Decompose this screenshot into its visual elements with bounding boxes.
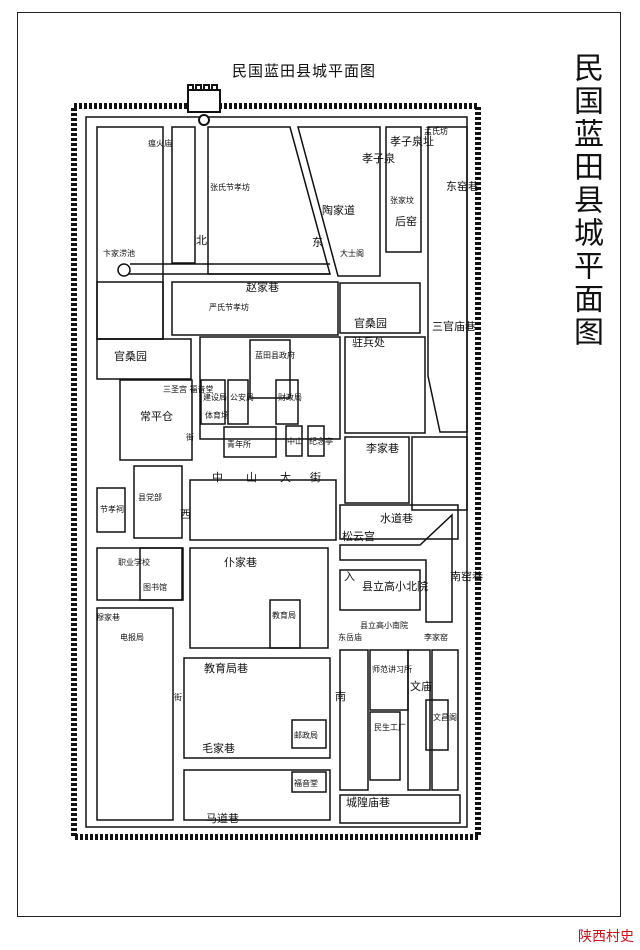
label-dashimiao: 大士阁	[340, 248, 364, 258]
label-nan: 南	[335, 690, 346, 703]
map-labels: 瘟火庙 张氏节孝坊 北 卞家涝池 赵家巷 严氏节孝坊 官桑园 三圣宫 福音堂 常…	[96, 126, 483, 825]
label-dongzhaixiang: 东窑巷	[446, 179, 479, 193]
label-chenghuangmiaoxiang: 城隍庙巷	[346, 795, 390, 809]
label-caizhengju: 财政局	[278, 392, 302, 402]
label-xiaoziquanzhi: 孝子泉址	[390, 134, 434, 148]
label-yanshi: 严氏节孝坊	[209, 302, 249, 312]
label-zhiyexuexiao: 职业学校	[118, 557, 150, 567]
label-zhangjiafang: 张家坟	[390, 195, 414, 205]
label-sanshengong: 三圣宫 福音堂	[163, 384, 214, 394]
label-xianlixiaoxue: 县立高小北院	[362, 579, 428, 593]
label-xi: 西	[180, 508, 191, 521]
label-dianbaoju: 电报局	[120, 632, 144, 642]
label-jinianting: 纪念亭	[309, 436, 333, 446]
label-minshenggongchang: 民生工厂	[374, 722, 406, 732]
label-guansangyuan-e: 官桑园	[354, 316, 387, 330]
side-title: 民国蓝田县城平面图	[568, 52, 603, 349]
label-sanguanmiaoxiang: 三官庙巷	[432, 319, 476, 333]
label-nanzhaixiang: 南窑巷	[450, 569, 483, 583]
label-ru: 入	[344, 570, 355, 583]
label-wenmiao: 文庙	[410, 679, 432, 693]
label-guansangyuan-w: 官桑园	[114, 349, 147, 363]
map-title: 民国蓝田县城平面图	[232, 62, 377, 80]
label-fuyintang: 福音堂	[294, 778, 318, 788]
label-dong: 东	[312, 236, 323, 249]
streets	[96, 126, 468, 824]
label-shuidaoxiang: 水道巷	[380, 511, 413, 525]
label-lantianxianzhengfu: 蓝田县政府	[255, 350, 295, 360]
label-changpingcang: 常平仓	[140, 409, 173, 423]
label-jiaoyujuxiang: 教育局巷	[204, 661, 248, 675]
label-youzhengju: 邮政局	[294, 730, 318, 740]
label-xiajiaolaochi: 卞家涝池	[103, 248, 135, 258]
label-maojiaxiang: 毛家巷	[202, 741, 235, 755]
label-wenchangmiao: 文昌阁	[433, 712, 457, 722]
label-songyungong: 松云宫	[342, 529, 375, 543]
watermark: 陕西村史	[578, 929, 634, 945]
label-tushuguan: 图书馆	[143, 582, 167, 592]
label-zhaojiaxiang: 赵家巷	[246, 280, 279, 294]
label-dongyuemiao: 东岳庙	[338, 632, 362, 642]
label-xiaoziquan: 孝子泉	[362, 151, 395, 165]
label-jie2: 街	[310, 470, 321, 484]
label-zhangshi: 张氏节孝坊	[210, 182, 250, 192]
label-yaoquanshi: 孟氏坊	[424, 126, 448, 136]
label-madaoxiang: 马道巷	[206, 811, 239, 825]
label-zhong: 中	[212, 471, 223, 484]
label-taojiadao: 陶家道	[322, 203, 355, 217]
north-gate-tower	[187, 84, 221, 126]
label-da: 大	[280, 470, 291, 484]
label-lijiaxiang: 李家巷	[366, 441, 399, 455]
label-jie: 街	[186, 432, 194, 442]
label-shan: 山	[246, 471, 257, 484]
label-houzhai: 后窑	[395, 214, 417, 228]
label-xianlinanyuan: 县立高小南院	[360, 620, 408, 630]
label-bei: 北	[196, 234, 207, 247]
label-tiyuchang: 体育场	[205, 410, 229, 420]
label-gonganju: 公安局	[230, 392, 254, 402]
label-jiaoyuju: 教育局	[272, 610, 296, 620]
label-shiguanxiansuo: 师范讲习所	[372, 664, 412, 674]
label-mujiaxiang: 穆家巷	[96, 612, 120, 622]
label-lijiazhai: 李家窑	[424, 632, 448, 642]
label-zhongshan-small: 中山	[287, 436, 303, 446]
label-zhubingchu: 驻兵处	[352, 335, 385, 349]
label-qingnianshe: 青年所	[227, 439, 251, 449]
map-frame	[17, 12, 621, 917]
label-jiexiao: 节孝祠	[100, 504, 124, 514]
label-nan-jie: 街	[174, 692, 182, 702]
label-pujiaxiang: 仆家巷	[224, 555, 257, 569]
label-zaohuomiao: 瘟火庙	[148, 138, 172, 148]
label-xiandangbu: 县党部	[138, 492, 162, 502]
label-jianshiju: 建设局	[203, 392, 227, 402]
